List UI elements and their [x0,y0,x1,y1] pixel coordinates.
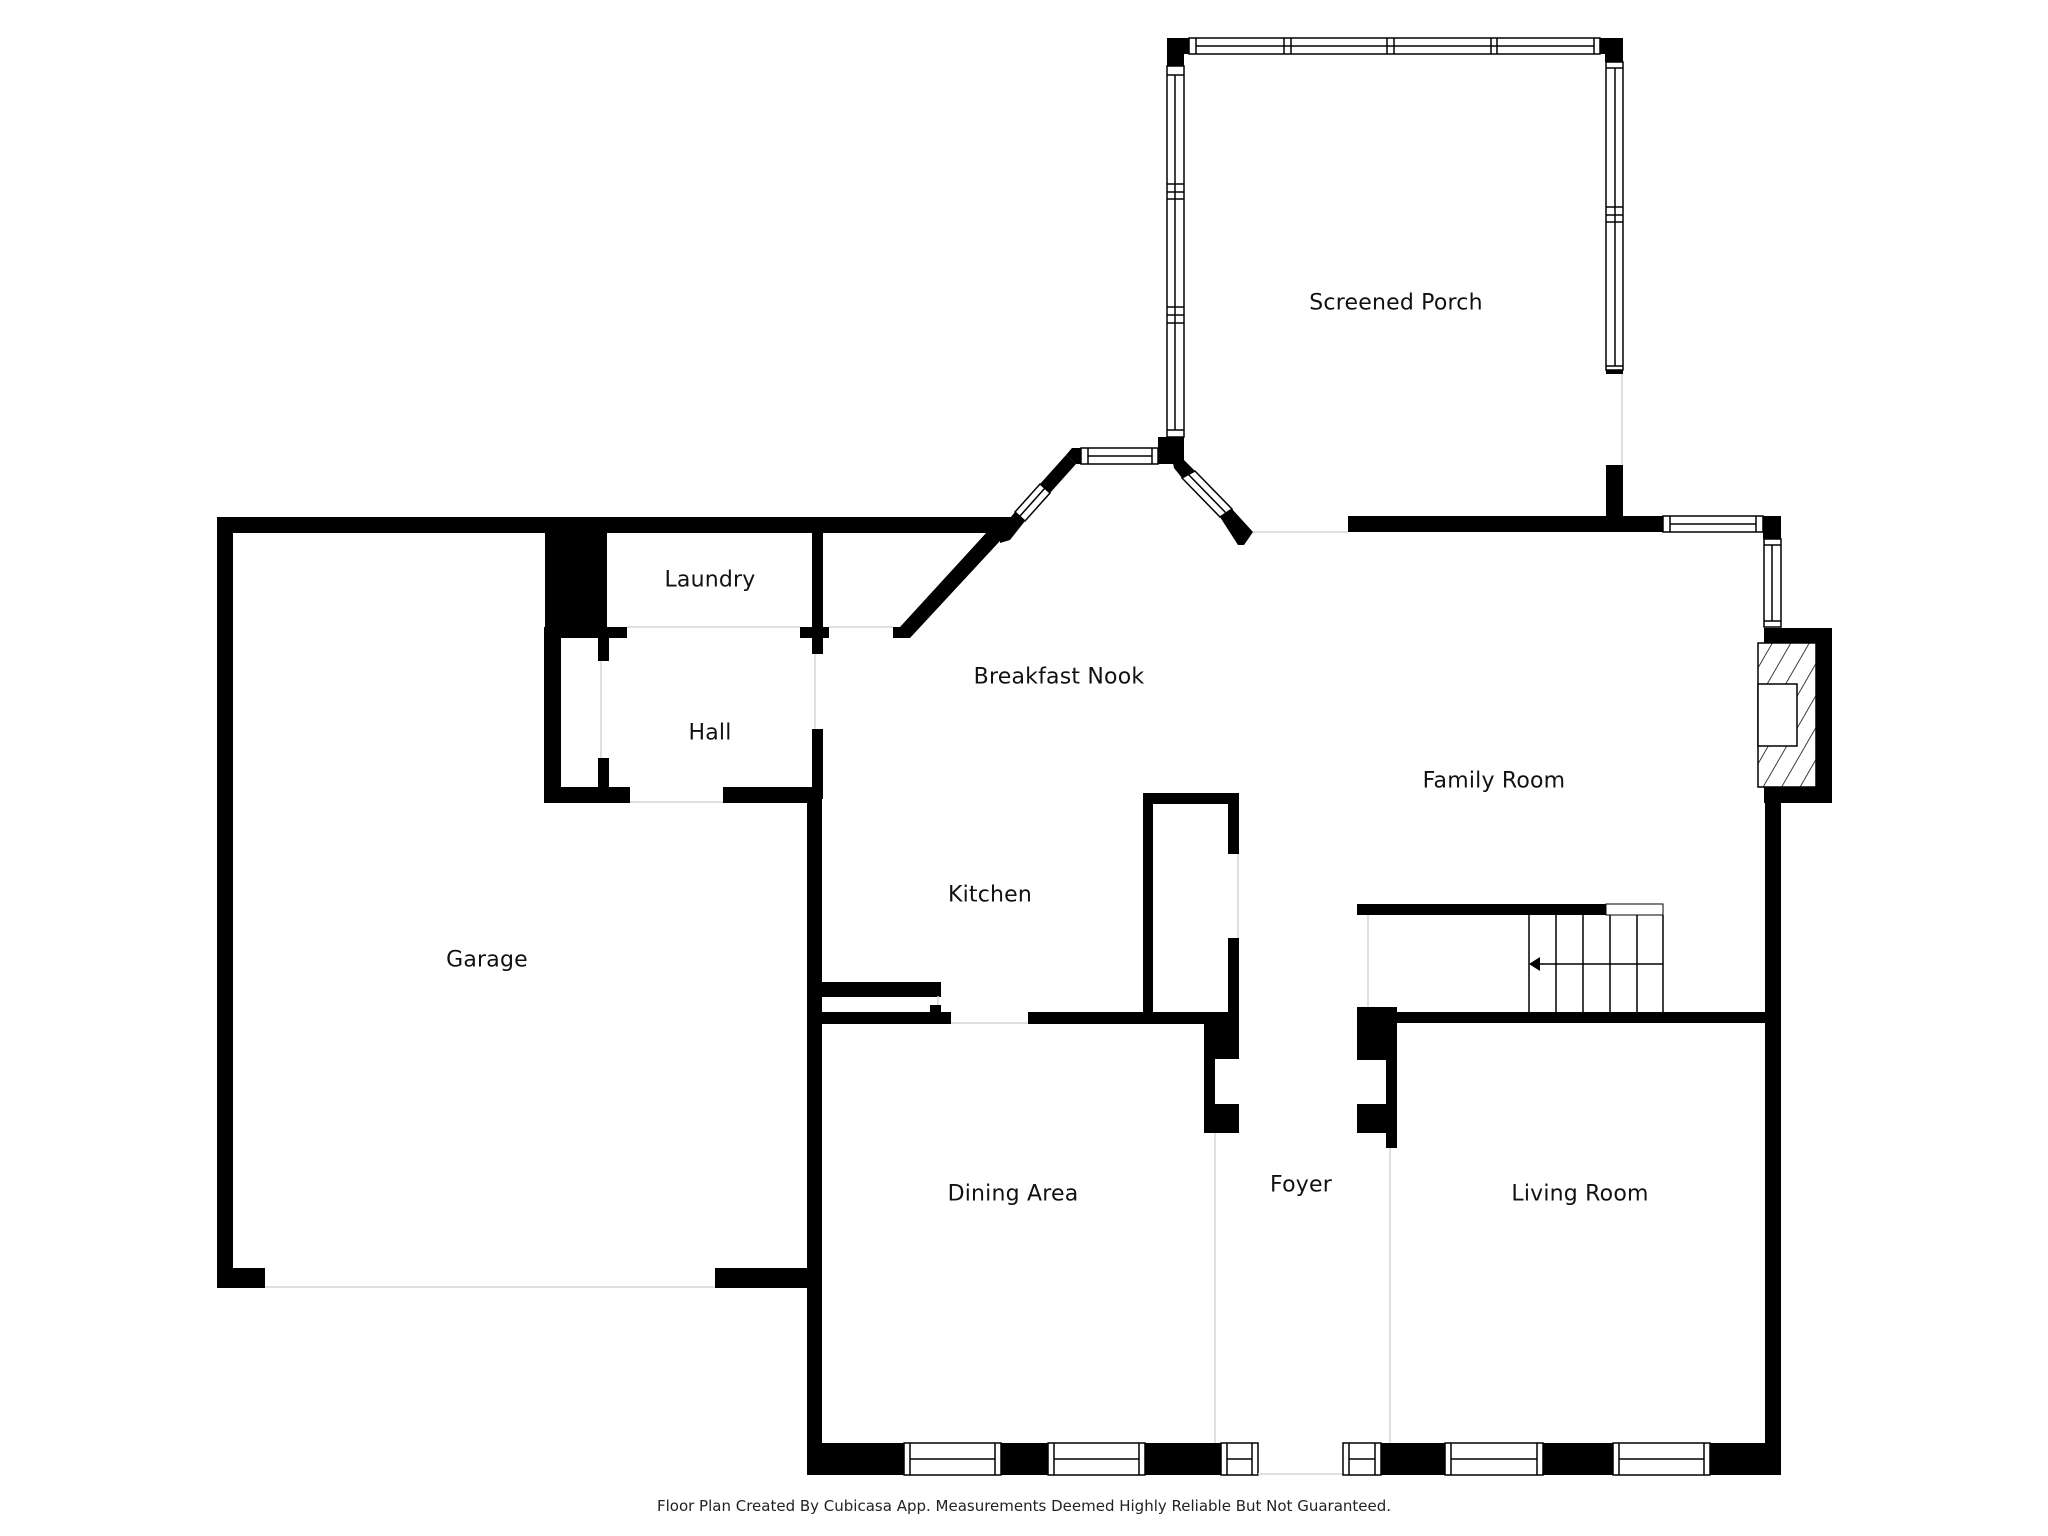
stairs-and-living-walls [1357,903,1765,1443]
room-label-foyer: Foyer [1270,1172,1332,1198]
screened-porch-walls [1158,37,1624,532]
room-label-living-room: Living Room [1511,1181,1649,1207]
stairs-arrow-icon [1529,957,1540,971]
porch-right-windows [1605,61,1624,371]
room-label-dining-area: Dining Area [947,1181,1079,1207]
room-label-kitchen: Kitchen [947,882,1033,908]
kitchen-walls [807,787,1239,1443]
room-label-screened-porch: Screened Porch [1309,290,1483,316]
bay-window [1000,447,1348,545]
room-label-garage: Garage [446,947,528,973]
porch-top-windows [1188,37,1601,55]
staircase-icon [1528,915,1664,1012]
footer-disclaimer: Floor Plan Created By Cubicasa App. Meas… [656,1497,1392,1515]
laundry-hall-walls [544,517,1012,803]
room-label-breakfast-nook: Breakfast Nook [973,664,1145,690]
room-label-family-room: Family Room [1422,768,1566,794]
exterior-walls [217,515,1832,1476]
front-windows [903,1442,1711,1476]
fireplace-icon [1757,642,1817,788]
room-label-laundry: Laundry [664,567,756,593]
room-label-hall: Hall [688,720,732,746]
porch-left-windows [1166,65,1185,438]
